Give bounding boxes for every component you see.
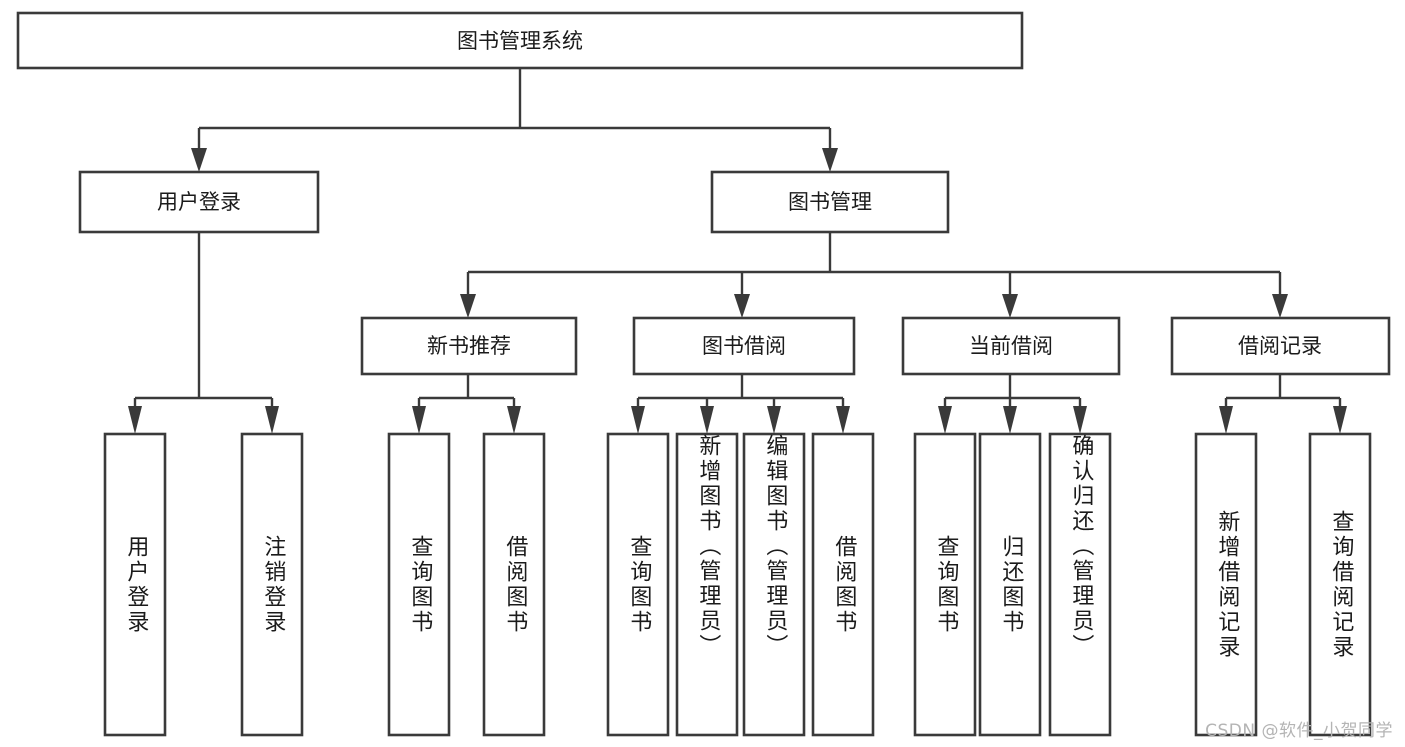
node-book-manage-box[interactable] xyxy=(710,170,950,234)
leaf-return-book-box[interactable] xyxy=(978,432,1042,737)
node-current-borrow-box[interactable] xyxy=(901,316,1121,376)
leaf-confirm-return-box[interactable] xyxy=(1048,432,1112,737)
node-new-book-recommend-label: 新书推荐 xyxy=(427,334,511,358)
node-root-box[interactable] xyxy=(16,11,1024,70)
arrow-to-leaf-query-book-1 xyxy=(412,406,426,434)
connectors-current-borrow-to-leaves xyxy=(938,374,1087,434)
arrow-to-new-book-recommend xyxy=(460,294,476,318)
arrow-to-leaf-add-book xyxy=(700,406,714,434)
arrow-to-leaf-confirm-return xyxy=(1073,406,1087,434)
arrow-to-leaf-query-book-3 xyxy=(938,406,952,434)
connectors-user-login-to-leaves xyxy=(128,232,279,434)
connectors-root-to-level2 xyxy=(191,68,838,172)
leaf-query-book-2-box[interactable] xyxy=(606,432,670,737)
connectors-borrow-record-to-leaves xyxy=(1219,374,1347,434)
node-root-label: 图书管理系统 xyxy=(457,29,583,53)
leaf-boxes xyxy=(103,432,1372,737)
node-book-manage[interactable]: 图书管理 xyxy=(710,170,950,234)
arrow-to-leaf-return-book xyxy=(1003,406,1017,434)
arrow-to-leaf-user-logout xyxy=(265,406,279,434)
connectors-book-borrow-to-leaves xyxy=(631,374,850,434)
leaf-query-book-3-box[interactable] xyxy=(913,432,977,737)
node-current-borrow[interactable]: 当前借阅 xyxy=(901,316,1121,376)
arrow-to-leaf-edit-book xyxy=(767,406,781,434)
node-current-borrow-label: 当前借阅 xyxy=(969,334,1053,358)
leaf-add-record-box[interactable] xyxy=(1194,432,1258,737)
node-new-book-recommend-box[interactable] xyxy=(360,316,578,376)
node-book-borrow-label: 图书借阅 xyxy=(702,334,786,358)
arrow-to-leaf-query-book-2 xyxy=(631,406,645,434)
node-book-borrow[interactable]: 图书借阅 xyxy=(632,316,856,376)
connectors-book-manage-to-level3 xyxy=(460,232,1288,318)
node-book-manage-label: 图书管理 xyxy=(788,190,872,214)
arrow-to-leaf-query-record xyxy=(1333,406,1347,434)
node-borrow-record[interactable]: 借阅记录 xyxy=(1170,316,1391,376)
arrow-to-book-manage xyxy=(822,148,838,172)
node-user-login[interactable]: 用户登录 xyxy=(78,170,320,234)
leaf-query-record-box[interactable] xyxy=(1308,432,1372,737)
node-user-login-label: 用户登录 xyxy=(157,190,241,214)
leaf-borrow-book-1-box[interactable] xyxy=(482,432,546,737)
node-root[interactable]: 图书管理系统 xyxy=(16,11,1024,70)
node-borrow-record-label: 借阅记录 xyxy=(1238,334,1322,358)
arrow-to-current-borrow xyxy=(1002,294,1018,318)
leaf-add-book-box[interactable] xyxy=(675,432,739,737)
arrow-to-borrow-record xyxy=(1272,294,1288,318)
leaf-user-logout-box[interactable] xyxy=(240,432,304,737)
arrow-to-book-borrow xyxy=(734,294,750,318)
arrow-to-leaf-user-login xyxy=(128,406,142,434)
arrow-to-leaf-add-record xyxy=(1219,406,1233,434)
arrow-to-leaf-borrow-book-2 xyxy=(836,406,850,434)
arrow-to-user-login xyxy=(191,148,207,172)
node-book-borrow-box[interactable] xyxy=(632,316,856,376)
node-borrow-record-box[interactable] xyxy=(1170,316,1391,376)
leaf-user-login-box[interactable] xyxy=(103,432,167,737)
leaf-borrow-book-2-box[interactable] xyxy=(811,432,875,737)
leaf-query-book-1-box[interactable] xyxy=(387,432,451,737)
arrow-to-leaf-borrow-book-1 xyxy=(507,406,521,434)
leaf-edit-book-box[interactable] xyxy=(742,432,806,737)
node-new-book-recommend[interactable]: 新书推荐 xyxy=(360,316,578,376)
connectors-new-book-recommend-to-leaves xyxy=(412,374,521,434)
node-user-login-box[interactable] xyxy=(78,170,320,234)
